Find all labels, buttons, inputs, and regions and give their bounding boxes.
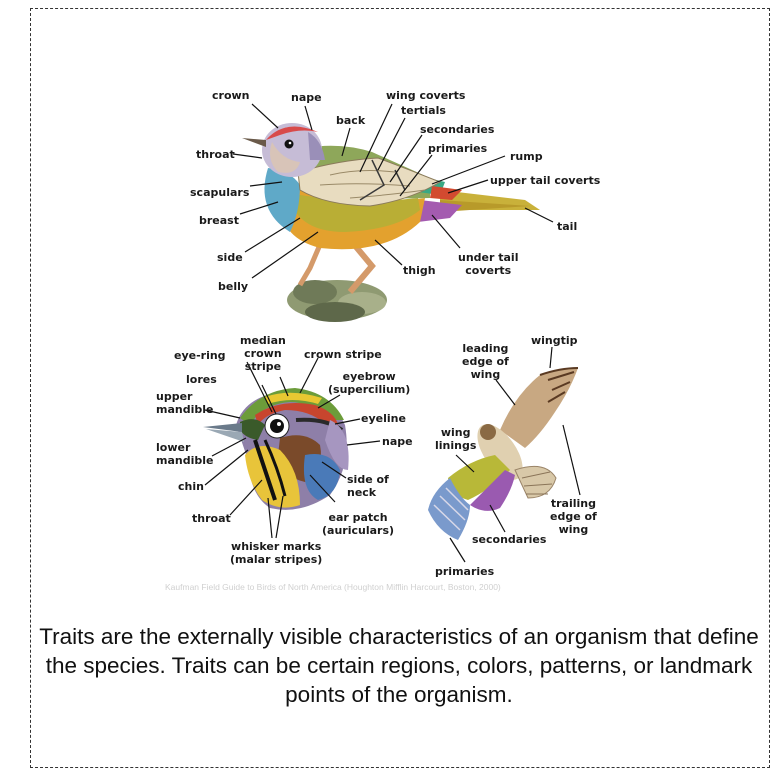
image-credit: Kaufman Field Guide to Birds of North Am… [165, 582, 615, 592]
label-upper-mandible: upper mandible [156, 390, 213, 416]
label-wing-coverts: wing coverts [386, 89, 465, 102]
label-tail: tail [557, 220, 577, 233]
label-wingtip: wingtip [531, 334, 578, 347]
label-back: back [336, 114, 365, 127]
label-ear-patch: ear patch (auriculars) [322, 511, 394, 537]
label-whisker-marks: whisker marks (malar stripes) [230, 540, 322, 566]
label-rump: rump [510, 150, 543, 163]
label-side-of-neck: side of neck [347, 473, 389, 499]
label-head-throat: throat [192, 512, 231, 525]
label-side: side [217, 251, 243, 264]
label-eyeline: eyeline [361, 412, 406, 425]
label-thigh: thigh [403, 264, 436, 277]
label-belly: belly [218, 280, 248, 293]
label-tertials: tertials [401, 104, 446, 117]
label-wing-linings: wing linings [435, 426, 476, 452]
label-chin: chin [178, 480, 204, 493]
label-throat: throat [196, 148, 235, 161]
label-lower-mandible: lower mandible [156, 441, 213, 467]
label-lores: lores [186, 373, 217, 386]
label-secondaries: secondaries [420, 123, 494, 136]
label-head-nape: nape [382, 435, 413, 448]
label-breast: breast [199, 214, 239, 227]
caption-text: Traits are the externally visible charac… [35, 622, 763, 709]
label-crown-stripe: crown stripe [304, 348, 382, 361]
label-hawk-primaries: primaries [435, 565, 494, 578]
label-eye-ring: eye-ring [174, 349, 226, 362]
label-median-crown-stripe: median crown stripe [240, 334, 286, 373]
label-primaries: primaries [428, 142, 487, 155]
label-crown: crown [212, 89, 250, 102]
label-under-tail-coverts: under tail coverts [458, 251, 518, 277]
label-hawk-secondaries: secondaries [472, 533, 546, 546]
label-scapulars: scapulars [190, 186, 249, 199]
full-bird-illustration [242, 123, 540, 322]
label-eyebrow: eyebrow (supercilium) [328, 370, 410, 396]
label-leading-edge: leading edge of wing [462, 342, 509, 381]
label-upper-tail-coverts: upper tail coverts [490, 174, 600, 187]
label-trailing-edge: trailing edge of wing [550, 497, 597, 536]
label-nape: nape [291, 91, 322, 104]
